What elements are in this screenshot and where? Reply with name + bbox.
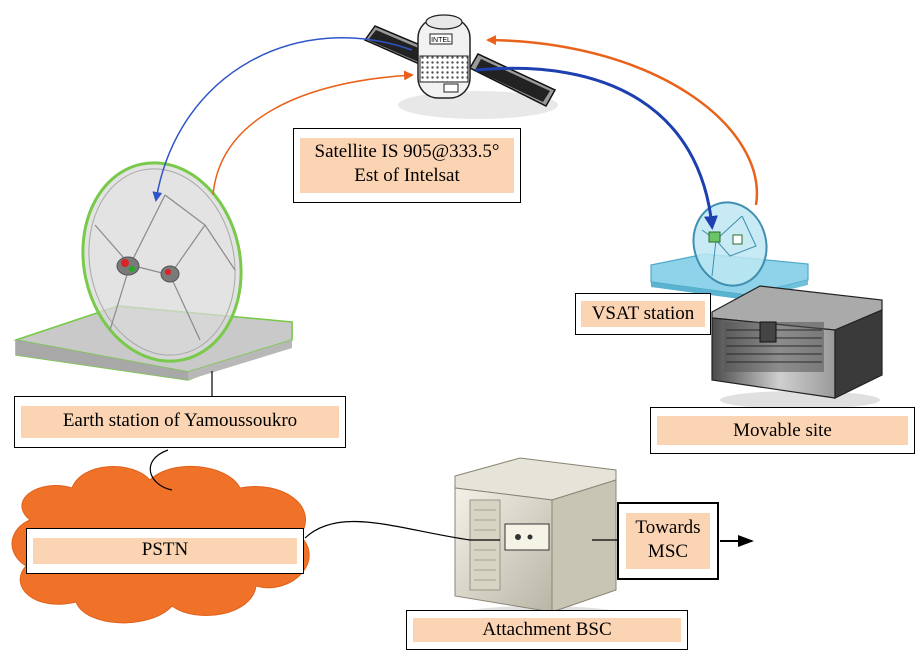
earth-station-label: Earth station of Yamoussoukro [14,396,346,448]
pstn-bsc-link [304,520,500,541]
pstn-label: PSTN [26,528,304,574]
attachment-bsc-label: Attachment BSC [406,610,688,650]
movable-site-label: Movable site [650,407,915,454]
satellite-label: Satellite IS 905@333.5° Est of Intelsat [293,128,521,203]
vsat-dish-icon [650,201,809,300]
earth-station-dish-icon [13,161,293,381]
vsat-station-label: VSAT station [575,293,711,335]
uplink-arrow-earth [152,37,413,202]
movable-site-server-icon [711,285,883,409]
satellite-panel-text: INTEL [431,37,451,44]
satellite-icon: INTEL [363,14,558,119]
bsc-server-icon [454,457,620,622]
downlink-arrow-vsat [486,35,759,206]
towards-msc-label: Towards MSC [617,502,719,580]
uplink-arrow-vsat [475,66,718,230]
downlink-arrow-earth [212,70,414,196]
